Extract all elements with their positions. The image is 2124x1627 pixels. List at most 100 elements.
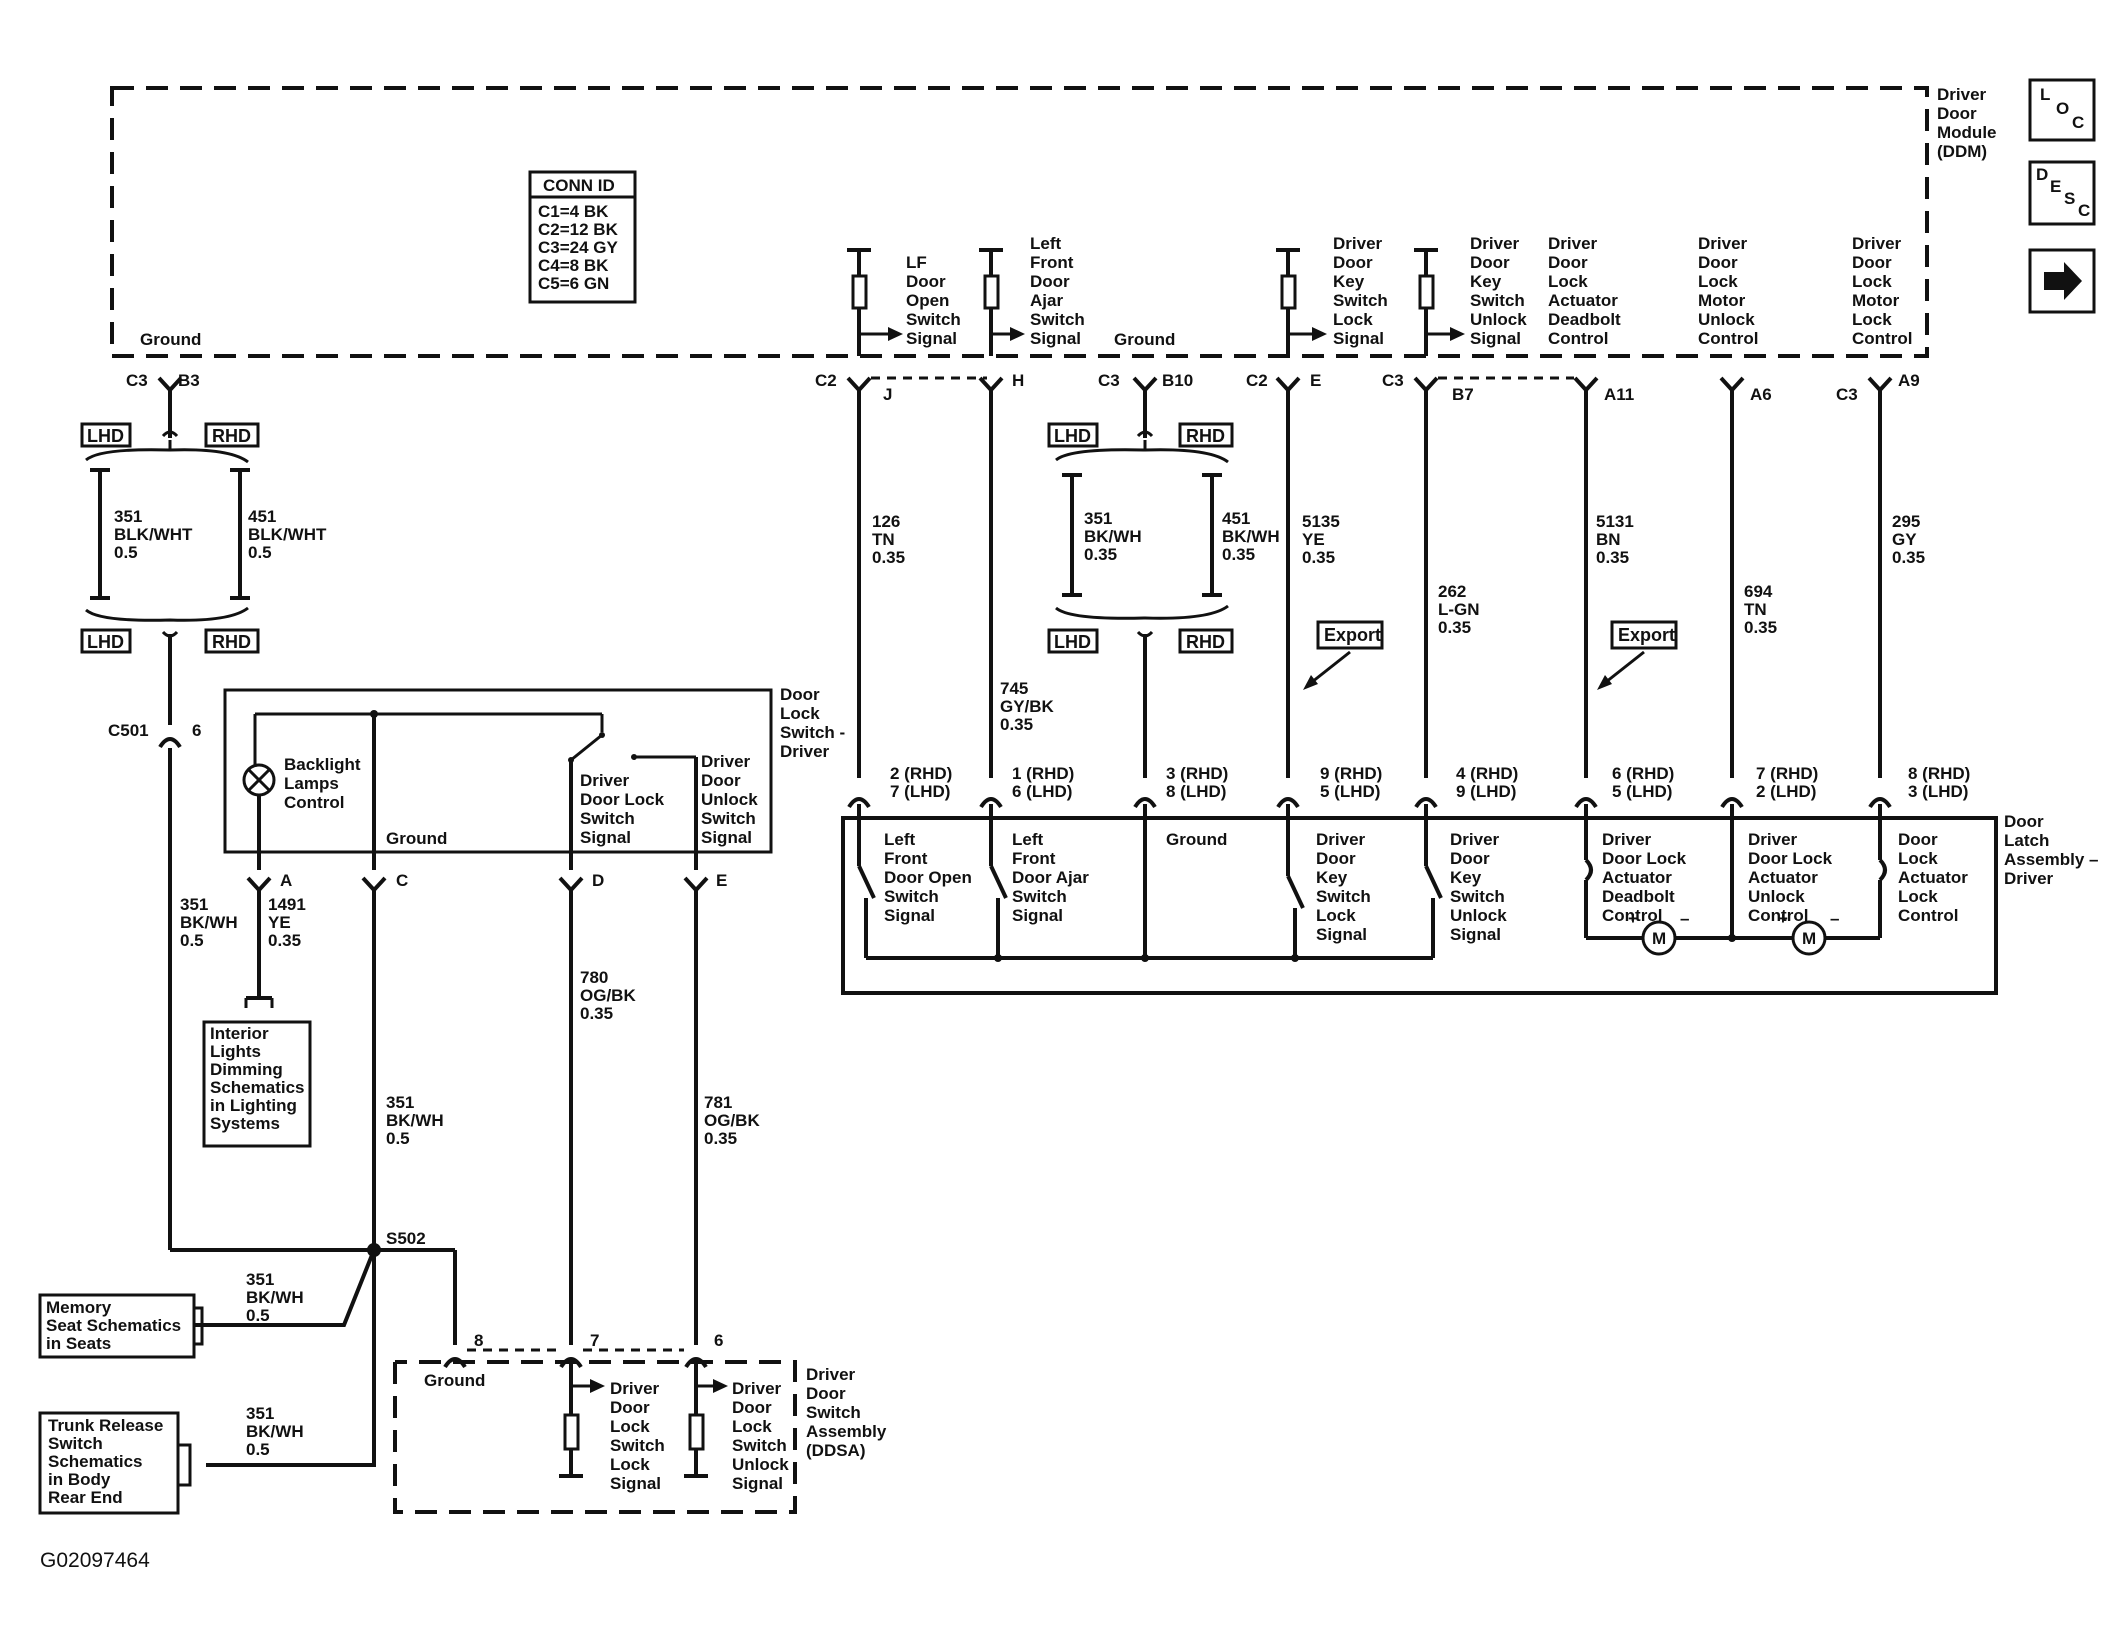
- svg-text:Door: Door: [1316, 849, 1356, 868]
- svg-text:Lights: Lights: [210, 1042, 261, 1061]
- svg-text:0.35: 0.35: [1222, 545, 1255, 564]
- svg-text:5 (LHD): 5 (LHD): [1612, 782, 1672, 801]
- svg-text:0.35: 0.35: [1438, 618, 1471, 637]
- svg-text:Door: Door: [1450, 849, 1490, 868]
- svg-text:Signal: Signal: [906, 329, 957, 348]
- svg-text:+: +: [1628, 909, 1638, 928]
- svg-text:5135: 5135: [1302, 512, 1340, 531]
- svg-text:OG/BK: OG/BK: [704, 1111, 760, 1130]
- svg-text:Driver: Driver: [1548, 234, 1598, 253]
- ddsa-ground-label: Ground: [424, 1371, 485, 1390]
- svg-text:Driver: Driver: [806, 1365, 856, 1384]
- svg-text:3 (LHD): 3 (LHD): [1908, 782, 1968, 801]
- svg-text:5 (LHD): 5 (LHD): [1320, 782, 1380, 801]
- desc-button[interactable]: D E S C: [2028, 160, 2096, 226]
- lamp-icon: [242, 763, 276, 797]
- svg-text:BK/WH: BK/WH: [1084, 527, 1142, 546]
- svg-text:+: +: [1778, 909, 1788, 928]
- ddm-name: Driver Door Module (DDM): [1937, 85, 1997, 161]
- svg-text:Actuator: Actuator: [1548, 291, 1618, 310]
- svg-text:0.5: 0.5: [114, 543, 138, 562]
- svg-text:Front: Front: [884, 849, 928, 868]
- wire-126-label: 126 TN 0.35: [872, 512, 905, 567]
- svg-text:Key: Key: [1470, 272, 1502, 291]
- latch-item-door-ajar: Left Front Door Ajar Switch Signal: [1012, 830, 1089, 925]
- svg-text:Control: Control: [1898, 906, 1958, 925]
- svg-text:C3: C3: [1836, 385, 1858, 404]
- svg-text:Actuator: Actuator: [1748, 868, 1818, 887]
- conn-id-row-2: C2=12 BK: [538, 220, 619, 239]
- svg-text:C: C: [396, 871, 408, 890]
- wire-351-trunk-label: 351 BK/WH 0.5: [246, 1404, 304, 1459]
- svg-text:Signal: Signal: [1450, 925, 1501, 944]
- conn-id-row-1: C1=4 BK: [538, 202, 609, 221]
- svg-text:Signal: Signal: [1333, 329, 1384, 348]
- wire-351-a-label: 351 BK/WH 0.5: [180, 895, 238, 950]
- svg-text:Assembly –: Assembly –: [2004, 850, 2099, 869]
- svg-text:Driver: Driver: [1698, 234, 1748, 253]
- wire-295-label: 295 GY 0.35: [1892, 512, 1925, 567]
- svg-text:Left: Left: [1030, 234, 1062, 253]
- latch-item-key-lock: Driver Door Key Switch Lock Signal: [1316, 830, 1371, 944]
- next-button[interactable]: [2028, 248, 2096, 314]
- svg-text:LHD: LHD: [1054, 632, 1091, 652]
- wire-351-blk-wht-label: 351 BLK/WHT 0.5: [114, 507, 193, 562]
- svg-text:781: 781: [704, 1093, 732, 1112]
- svg-text:Driver: Driver: [732, 1379, 782, 1398]
- svg-text:RHD: RHD: [1186, 632, 1225, 652]
- svg-text:Lock: Lock: [1898, 887, 1938, 906]
- wire-780-label: 780 OG/BK 0.35: [580, 968, 636, 1023]
- wire-262-label: 262 L-GN 0.35: [1438, 582, 1480, 637]
- svg-text:Door: Door: [780, 685, 820, 704]
- ddm-ground-label: Ground: [140, 330, 201, 349]
- svg-text:C: C: [2072, 113, 2084, 132]
- latch-item-ground: Ground: [1166, 830, 1227, 849]
- svg-text:Interior: Interior: [210, 1024, 269, 1043]
- motor-lock: M + –: [1778, 909, 1839, 956]
- svg-text:Switch: Switch: [580, 809, 635, 828]
- interior-lights-ref[interactable]: Interior Lights Dimming Schematics in Li…: [202, 1020, 312, 1148]
- svg-text:Unlock: Unlock: [701, 790, 758, 809]
- svg-text:Control: Control: [284, 793, 344, 812]
- svg-text:Lock: Lock: [1852, 272, 1892, 291]
- svg-text:6 (LHD): 6 (LHD): [1012, 782, 1072, 801]
- svg-text:Actuator: Actuator: [1898, 868, 1968, 887]
- svg-text:Signal: Signal: [1316, 925, 1367, 944]
- svg-text:Assembly: Assembly: [806, 1422, 887, 1441]
- svg-text:(DDSA): (DDSA): [806, 1441, 866, 1460]
- memory-seat-ref[interactable]: Memory Seat Schematics in Seats: [38, 1293, 204, 1359]
- latch-item-door-open: Left Front Door Open Switch Signal: [884, 830, 972, 925]
- loc-button[interactable]: L O C: [2028, 78, 2096, 142]
- wire-351-bk-wh-mid-label: 351 BK/WH 0.35: [1084, 509, 1142, 564]
- svg-text:Motor: Motor: [1852, 291, 1900, 310]
- svg-text:Unlock: Unlock: [1450, 906, 1507, 925]
- svg-text:Driver: Driver: [701, 752, 751, 771]
- svg-text:Door: Door: [1852, 253, 1892, 272]
- svg-text:0.35: 0.35: [1000, 715, 1033, 734]
- svg-text:Unlock: Unlock: [1748, 887, 1805, 906]
- svg-text:GY/BK: GY/BK: [1000, 697, 1055, 716]
- svg-text:A: A: [280, 871, 292, 890]
- motor-deadbolt: M + –: [1628, 909, 1689, 956]
- svg-text:LF: LF: [906, 253, 927, 272]
- svg-text:–: –: [1680, 909, 1689, 928]
- svg-text:Lock: Lock: [610, 1455, 650, 1474]
- svg-text:745: 745: [1000, 679, 1028, 698]
- trunk-release-ref[interactable]: Trunk Release Switch Schematics in Body …: [38, 1411, 192, 1515]
- svg-text:Driver: Driver: [1602, 830, 1652, 849]
- svg-text:Deadbolt: Deadbolt: [1602, 887, 1675, 906]
- svg-text:Switch: Switch: [48, 1434, 103, 1453]
- svg-text:Driver: Driver: [1333, 234, 1383, 253]
- svg-text:Door: Door: [1333, 253, 1373, 272]
- svg-text:L-GN: L-GN: [1438, 600, 1480, 619]
- svg-text:4 (RHD): 4 (RHD): [1456, 764, 1518, 783]
- export-tag-deadbolt: Export: [1597, 620, 1678, 690]
- svg-text:Door: Door: [906, 272, 946, 291]
- svg-text:Motor: Motor: [1698, 291, 1746, 310]
- svg-text:2 (RHD): 2 (RHD): [890, 764, 952, 783]
- ddsa-name: Driver Door Switch Assembly (DDSA): [806, 1365, 887, 1460]
- svg-text:Key: Key: [1450, 868, 1482, 887]
- svg-text:2 (LHD): 2 (LHD): [1756, 782, 1816, 801]
- svg-text:BK/WH: BK/WH: [246, 1422, 304, 1441]
